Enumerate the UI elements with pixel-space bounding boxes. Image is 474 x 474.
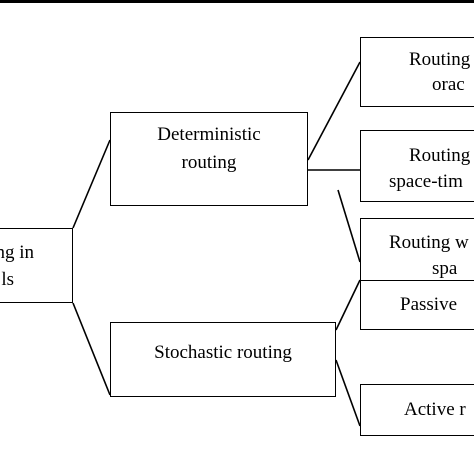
connector-deterministic-child-1 (307, 61, 361, 161)
stochastic-routing-box (110, 322, 336, 397)
routing-space-time-box (360, 130, 474, 202)
routing-oracle-label-line2: orac (432, 74, 465, 95)
passive-routing-box (360, 280, 474, 330)
active-routing-box (360, 384, 474, 436)
routing-space-time-label-line2: space-tim (389, 171, 463, 192)
connector-deterministic-child-3 (337, 189, 361, 263)
active-routing-label: Active r (404, 399, 466, 420)
routing-oracle-label-line1: Routing (409, 49, 471, 70)
root-label-line2: ls (1, 269, 14, 290)
connector-root-deterministic (72, 139, 111, 229)
routing-oracle-box (360, 37, 474, 107)
top-border-line (0, 0, 474, 3)
connector-stochastic-child-2 (335, 359, 361, 427)
deterministic-routing-label-line1: Deterministic (157, 124, 261, 145)
root-label-line1: ng in (0, 242, 34, 263)
routing-space-time-label-line1: Routing (409, 145, 471, 166)
passive-routing-label: Passive (400, 294, 457, 315)
routing-with-space-label-line2: spa (432, 258, 458, 279)
deterministic-routing-box (110, 112, 308, 206)
connector-root-stochastic (72, 302, 111, 396)
root-box (0, 228, 73, 303)
connector-stochastic-child-1 (335, 279, 361, 331)
routing-with-space-label-line1: Routing w (389, 232, 469, 253)
deterministic-routing-label-line2: routing (181, 152, 237, 173)
stochastic-routing-label: Stochastic routing (154, 342, 292, 363)
